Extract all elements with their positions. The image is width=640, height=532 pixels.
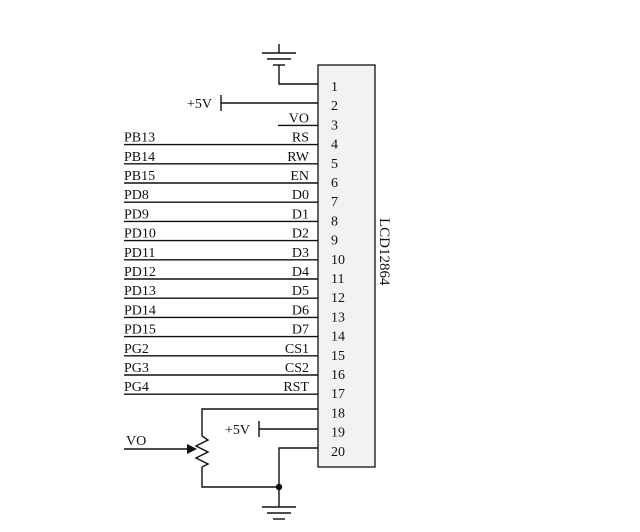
potentiometer-top-lead [201, 408, 318, 436]
pin-number-13: 13 [331, 310, 345, 325]
potentiometer-resistor [194, 435, 210, 468]
mcu-signal-label: PD12 [124, 265, 156, 280]
lcd-pin-function-label: D5 [292, 284, 309, 299]
pin-number-15: 15 [331, 349, 345, 364]
mcu-signal-label: PD10 [124, 227, 156, 242]
lcd-pin-function-label: VO [289, 111, 309, 126]
ground-symbol-top [262, 44, 296, 66]
potentiometer-wiper-arrow [187, 444, 197, 454]
pin-number-17: 17 [331, 387, 345, 402]
pin-number-1: 1 [331, 80, 338, 95]
pin-number-10: 10 [331, 253, 345, 268]
lcd-pin-function-label: CS2 [285, 361, 309, 376]
lcd-pin-function-label: D7 [292, 323, 309, 338]
mcu-signal-label: PD8 [124, 188, 149, 203]
mcu-signal-label: PB13 [124, 131, 155, 146]
lcd-pin-function-label: D0 [292, 188, 309, 203]
pin-number-11: 11 [331, 272, 344, 287]
ground-junction-dot [275, 483, 283, 491]
lcd-pin-function-label: RS [292, 131, 309, 146]
pin-number-7: 7 [331, 195, 338, 210]
mcu-signal-label: PG4 [124, 380, 149, 395]
pin-number-5: 5 [331, 157, 338, 172]
mcu-signal-label: PD11 [124, 246, 155, 261]
lcd-pin-function-label: RST [283, 380, 309, 395]
pin-number-4: 4 [331, 138, 338, 153]
mcu-signal-label: PD13 [124, 284, 156, 299]
pin1-ground-wire [278, 65, 318, 85]
potentiometer: VO [124, 408, 318, 488]
mcu-signal-label: PD15 [124, 323, 156, 338]
pin-number-9: 9 [331, 234, 338, 249]
pin-number-2: 2 [331, 99, 338, 114]
mcu-signal-label: PB14 [124, 150, 155, 165]
lcd-pin-function-label: RW [287, 150, 310, 165]
ground-symbol-bottom [262, 506, 296, 520]
lcd-pin-function-label: D3 [292, 246, 309, 261]
lcd-pin-function-label: D6 [292, 303, 309, 318]
pin-number-16: 16 [331, 368, 345, 383]
pin20-ground-wire [278, 447, 318, 507]
mcu-signal-label: PG2 [124, 342, 149, 357]
pin-number-18: 18 [331, 406, 345, 421]
lcd-module-name: LCD12864 [376, 218, 392, 286]
potentiometer-bottom-lead [201, 467, 279, 488]
pin-number-8: 8 [331, 214, 338, 229]
pin2-supply-label: +5V [187, 97, 212, 112]
pin-number-19: 19 [331, 426, 345, 441]
mcu-signal-label: PD9 [124, 207, 149, 222]
pin-number-3: 3 [331, 118, 338, 133]
lcd-pin-function-label: EN [290, 169, 309, 184]
lcd-pin-function-label: D2 [292, 227, 309, 242]
pin-number-20: 20 [331, 445, 345, 460]
lcd-pin-function-label: D4 [292, 265, 309, 280]
mcu-signal-label: PG3 [124, 361, 149, 376]
pin-number-12: 12 [331, 291, 345, 306]
pin-number-6: 6 [331, 176, 338, 191]
lcd-module-body [317, 64, 376, 468]
potentiometer-wiper-label: VO [126, 434, 146, 449]
pin-number-14: 14 [331, 330, 345, 345]
pin19-supply-label: +5V [225, 423, 250, 438]
mcu-signal-label: PD14 [124, 303, 156, 318]
mcu-signal-label: PB15 [124, 169, 155, 184]
lcd-pin-function-label: CS1 [285, 342, 309, 357]
lcd-pin-function-label: D1 [292, 207, 309, 222]
